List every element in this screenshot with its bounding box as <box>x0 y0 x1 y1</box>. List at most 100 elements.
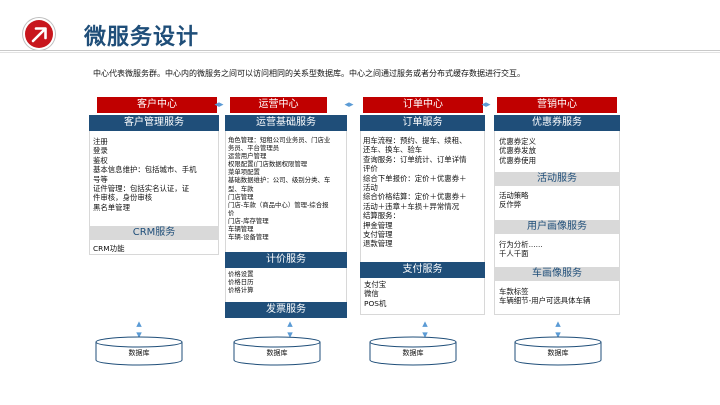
list-item: 千人千面 <box>499 249 529 259</box>
list-item: 综合下单报价：定价＋优惠券＋ <box>363 173 467 183</box>
list-item: 用车流程：预约、提车、续租、 <box>363 136 467 145</box>
list-item: 鉴权 <box>93 155 108 165</box>
list-item: 价格设置 <box>228 270 254 278</box>
page-title: 微服务设计 <box>84 25 200 50</box>
block-title: 订单服务 <box>360 115 485 131</box>
block-title: 优惠券服务 <box>494 115 620 131</box>
list-item: POS机 <box>364 298 387 308</box>
bidirectional-arrow-icon: ◂▸ <box>481 100 491 110</box>
block-items: 用车流程：预约、提车、续租、 还车、换车、验车 查询服务：订单统计、订单详情 评… <box>363 136 483 249</box>
list-item: 车款标签 <box>499 287 529 296</box>
block-title: 客户管理服务 <box>89 115 219 131</box>
vertical-arrow-icon: ▴▾ <box>555 317 561 341</box>
database-icon <box>514 336 602 366</box>
block-items: CRM功能 <box>93 244 217 253</box>
list-item: 评价 <box>363 164 378 174</box>
block-items: 车款标签 车辆细节-用户可选具体车辆 <box>499 287 619 306</box>
database-icon <box>233 336 321 366</box>
list-item: 支付管理 <box>363 230 393 240</box>
list-item: 件审核，身份审核 <box>93 193 153 203</box>
list-item: 门店-车款（商品中心）管理-综合报 <box>228 200 329 209</box>
list-item: 价格日历 <box>228 278 254 287</box>
list-item: 还车、换车、验车 <box>363 145 423 155</box>
list-item: 型、车款 <box>228 184 254 193</box>
database-icon <box>369 336 457 366</box>
list-item: 门店-库存管理 <box>228 216 269 225</box>
list-item: 价格计算 <box>228 286 254 295</box>
column-marketing <box>494 115 620 315</box>
bidirectional-arrow-icon: ◂▸ <box>214 100 224 110</box>
header-divider-secondary <box>0 52 720 53</box>
block-items: 优惠券定义 优惠券发放 优惠券使用 <box>499 137 619 165</box>
list-item: 综合价格结算：定价＋优惠券＋ <box>363 192 467 202</box>
header-divider <box>0 50 720 51</box>
list-item: 优惠券使用 <box>499 155 536 165</box>
list-item: 角色管理：短租公司业务员、门店业 <box>228 136 331 144</box>
database-label: 数据库 <box>266 349 288 357</box>
block-title: 运营基础服务 <box>225 115 347 131</box>
list-item: CRM功能 <box>93 244 125 253</box>
database-cylinder: 数据库 <box>369 336 457 366</box>
block-title: 计价服务 <box>225 252 347 268</box>
block-title: CRM服务 <box>89 226 219 240</box>
list-item: 车辆管理 <box>228 225 254 234</box>
center-header-customer: 客户中心 <box>97 97 217 113</box>
block-items: 价格设置 价格日历 价格计算 <box>228 270 346 294</box>
list-item: 押金管理 <box>363 220 393 230</box>
list-item: 基本信息维护：包括城市、手机 <box>93 165 197 175</box>
list-item: 务员、平台管理员 <box>228 144 280 153</box>
list-item: 优惠券发放 <box>499 146 536 156</box>
list-item: 行为分析...... <box>499 240 543 249</box>
list-item: 权限配置(门店数据权限管理 <box>228 160 308 169</box>
center-header-order: 订单中心 <box>363 97 483 113</box>
list-item: 证件管理：包括实名认证，证 <box>93 184 190 194</box>
list-item: 车辆细节-用户可选具体车辆 <box>499 296 591 306</box>
list-item: 查询服务：订单统计、订单详情 <box>363 154 467 164</box>
list-item: 反作弊 <box>499 200 522 210</box>
database-label: 数据库 <box>128 349 150 357</box>
list-item: 活动策略 <box>499 191 529 200</box>
block-title: 发票服务 <box>225 302 347 318</box>
database-label: 数据库 <box>402 349 424 357</box>
database-cylinder: 数据库 <box>233 336 321 366</box>
block-title: 用户画像服务 <box>494 220 620 234</box>
list-item: 活动 <box>363 183 378 193</box>
list-item: 号等 <box>93 174 108 184</box>
block-items: 注册 登录 鉴权 基本信息维护：包括城市、手机 号等 证件管理：包括实名认证，证… <box>93 137 217 212</box>
vertical-arrow-icon: ▴▾ <box>287 317 293 341</box>
logo-icon <box>25 20 53 48</box>
database-label: 数据库 <box>547 349 569 357</box>
bidirectional-arrow-icon: ◂▸ <box>344 100 354 110</box>
database-icon <box>95 336 183 366</box>
column-order <box>360 115 485 315</box>
list-item: 微信 <box>364 289 379 299</box>
list-item: 基础数据维护：公司、级别分类、车 <box>228 176 331 185</box>
center-header-operation: 运营中心 <box>230 97 327 113</box>
block-title: 活动服务 <box>494 172 620 186</box>
list-item: 活动＋违章＋车损＋异常情况 <box>363 201 460 211</box>
block-items: 角色管理：短租公司业务员、门店业 务员、平台管理员 运营用户管理 权限配置(门店… <box>228 136 346 241</box>
block-items: 支付宝 微信 POS机 <box>364 280 484 308</box>
list-item: 结算服务： <box>363 211 400 221</box>
list-item: 退款管理 <box>363 239 393 249</box>
list-item: 注册 <box>93 137 108 146</box>
block-title: 支付服务 <box>360 262 485 278</box>
block-items: 行为分析...... 千人千面 <box>499 240 619 259</box>
center-header-marketing: 营销中心 <box>497 97 617 113</box>
block-title: 车画像服务 <box>494 267 620 281</box>
list-item: 价 <box>228 208 235 217</box>
list-item: 运营用户管理 <box>228 152 267 161</box>
list-item: 黑名单管理 <box>93 202 130 212</box>
list-item: 登录 <box>93 146 108 156</box>
list-item: 支付宝 <box>364 280 387 289</box>
database-cylinder: 数据库 <box>95 336 183 366</box>
list-item: 菜单项配置 <box>228 168 260 177</box>
list-item: 车辆-设备管理 <box>228 233 269 242</box>
block-items: 活动策略 反作弊 <box>499 191 619 210</box>
vertical-arrow-icon: ▴▾ <box>422 317 428 341</box>
column-operation <box>225 115 347 315</box>
vertical-arrow-icon: ▴▾ <box>136 317 142 341</box>
list-item: 优惠券定义 <box>499 137 536 146</box>
database-cylinder: 数据库 <box>514 336 602 366</box>
list-item: 门店管理 <box>228 192 254 201</box>
